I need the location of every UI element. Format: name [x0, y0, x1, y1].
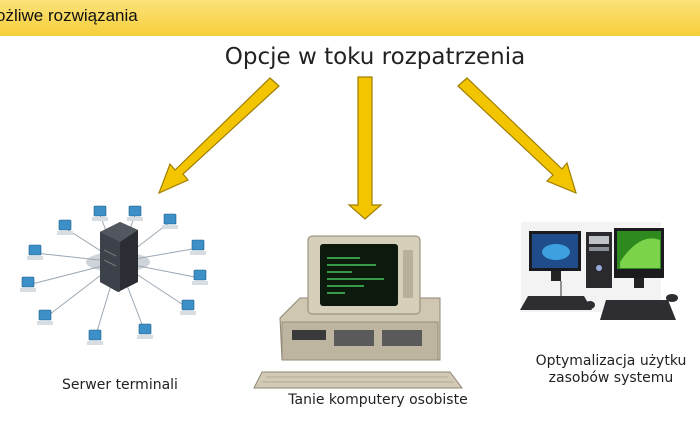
slide-header-title: ożliwe rozwiązania — [0, 6, 138, 25]
caption-cheap-pcs: Tanie komputery osobiste — [288, 392, 468, 408]
arrow-right-icon — [457, 77, 577, 195]
arrow-left-icon — [157, 77, 280, 195]
retro-personal-computer-icon — [253, 235, 463, 389]
arrow-down-icon — [347, 76, 383, 220]
modern-desktop-computers-icon — [520, 222, 678, 320]
caption-resource-optimization-line2: zasobów systemu — [548, 370, 674, 386]
caption-terminal-server: Serwer terminali — [62, 377, 178, 393]
terminal-server-network-icon — [20, 205, 208, 345]
caption-resource-optimization-line1: Optymalizacja użytku — [535, 353, 687, 369]
caption-resource-optimization: Optymalizacja użytku zasobów systemu — [528, 353, 694, 387]
slide-header-bar: ożliwe rozwiązania — [0, 0, 700, 36]
slide-title: Opcje w toku rozpatrzenia — [224, 44, 526, 70]
